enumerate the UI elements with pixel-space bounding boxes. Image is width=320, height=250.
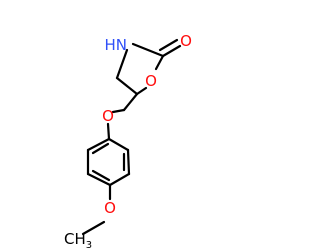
bond-ch2-oether	[111, 108, 126, 114]
bond-ring-1	[107, 137, 130, 152]
atom-label-layer: HN O O O O CH3	[64, 32, 192, 250]
bond-ch2-c5	[115, 76, 139, 96]
bond-ring-inner-3	[91, 142, 110, 155]
bond-c2-n	[131, 42, 165, 58]
bond-c2-ocarbonyl-a	[161, 44, 182, 58]
bond-ring-6	[86, 137, 111, 152]
methyl-carbon-label: C	[64, 230, 74, 248]
molecule-structure: HN O O O O CH3	[64, 32, 192, 250]
bond-ring-4	[86, 172, 112, 187]
bond-n-ch2	[115, 48, 129, 80]
bond-c5-ch2	[122, 92, 139, 112]
bond-omethoxy-ch3	[81, 220, 106, 236]
methyl-hydrogen-label: H	[74, 230, 85, 248]
ether-oxygen-label: O	[102, 107, 114, 125]
methoxy-oxygen-label: O	[104, 199, 116, 217]
ring-oxygen-label: O	[145, 72, 157, 90]
bond-ring-2	[126, 148, 131, 176]
bond-layer	[81, 38, 182, 236]
methyl-label: CH3	[64, 230, 92, 250]
bond-c5-oring	[135, 86, 148, 96]
bond-oring-c2	[154, 54, 165, 71]
methyl-subscript: 3	[86, 240, 92, 250]
carbonyl-oxygen-label: O	[180, 32, 192, 50]
bond-c2-ocarbonyl-b	[158, 38, 179, 52]
bond-ring-inner-2	[91, 169, 111, 182]
nitrogen-label: HN	[105, 36, 128, 54]
bond-oether-ring	[106, 122, 111, 141]
bond-ring-3	[108, 172, 131, 187]
